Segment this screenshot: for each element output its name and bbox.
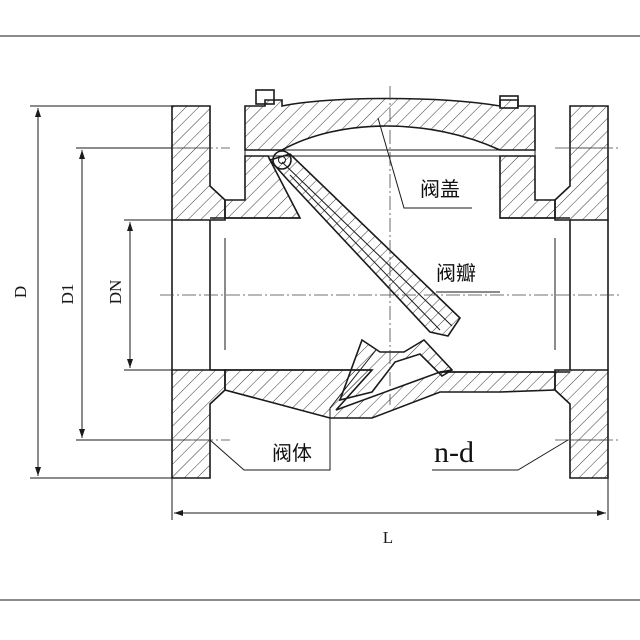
label-bolt-holes: n-d <box>434 436 474 469</box>
dimension-DN <box>124 219 210 371</box>
leader-body <box>268 349 377 471</box>
left-flange <box>171 105 226 479</box>
right-flange <box>554 105 609 479</box>
dim-label-D1: D1 <box>58 284 77 305</box>
label-bonnet: 阀盖 <box>420 177 460 201</box>
dim-label-L: L <box>383 528 393 547</box>
dim-label-D: D <box>11 286 30 298</box>
label-body: 阀体 <box>272 441 312 465</box>
dim-label-DN: DN <box>106 280 125 305</box>
bonnet-bolt-left <box>255 89 275 105</box>
valve-disc <box>268 150 462 337</box>
leader-nd <box>432 439 569 471</box>
hinge-pin <box>272 150 292 170</box>
dimension-D1 <box>76 147 172 441</box>
leader-bonnet <box>377 117 472 209</box>
dimension-D <box>30 105 172 479</box>
label-disc: 阀瓣 <box>436 261 476 285</box>
bonnet-bolt-right <box>499 95 519 109</box>
dimension-L <box>171 478 609 520</box>
